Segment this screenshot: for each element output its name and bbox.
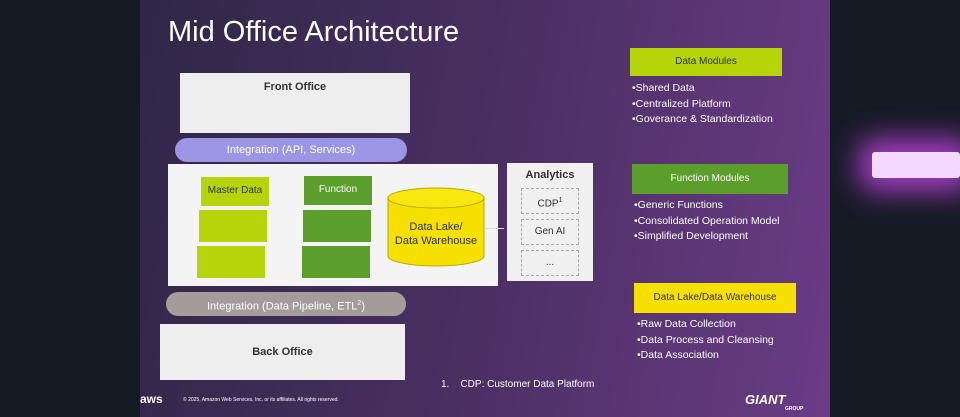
etl-label: Integration (Data Pipeline, ETL [207,300,358,313]
analytics-item-cdp: CDP1 [521,188,579,214]
bullet: •Generic Functions [634,199,723,211]
data-lake-label: Data Lake/ Data Warehouse [386,220,486,248]
front-office-box: Front Office [180,73,410,133]
aws-logo: aws [140,392,163,406]
stage-light [872,152,960,178]
function-box: Function [304,176,372,205]
giant-logo: GIANT [745,392,786,407]
slide-title: Mid Office Architecture [168,16,460,48]
data-lake-line: Data Warehouse [394,235,478,247]
arrow-icon [484,228,504,229]
giant-group-label: GROUP [785,406,804,412]
data-lake-line: Data Lake/ [409,221,463,233]
data-modules-label: Data Modules [630,48,782,76]
footnote-ref: 1 [558,197,563,204]
data-lake-bullets: •Raw Data Collection •Data Process and C… [637,317,774,364]
bullet: •Shared Data [632,82,695,94]
function-slot [302,246,370,278]
analytics-box: Analytics CDP1 Gen AI ... [507,163,593,281]
mid-office-box: Master Data Function Data Lake/ Data War… [168,164,498,286]
copyright: © 2025, Amazon Web Services, Inc. or its… [183,397,339,403]
bullet: •Consolidated Operation Model [634,214,780,227]
footnote: 1. CDP: Customer Data Platform [441,379,595,390]
analytics-item-genai: Gen AI [521,219,579,245]
data-lake-modules-label: Data Lake/Data Warehouse [634,283,796,313]
bullet: •Raw Data Collection [637,318,736,330]
cdp-label: CDP [537,198,559,210]
bullet: •Simplified Development [634,230,748,242]
data-modules-bullets: •Shared Data •Centralized Platform •Gove… [632,81,773,128]
integration-etl-pill: Integration (Data Pipeline, ETL2) [166,292,406,316]
function-modules-label: Function Modules [632,164,788,194]
bullet: •Centralized Platform [632,97,731,110]
analytics-title: Analytics [525,169,575,181]
function-slot [303,210,371,242]
bullet: •Data Association [637,349,719,361]
analytics-item-more: ... [521,250,579,276]
cylinder-icon [387,187,485,267]
footnote-ref: 2 [357,300,362,307]
function-modules-bullets: •Generic Functions •Consolidated Operati… [634,198,780,245]
master-data-slot [197,246,265,278]
integration-api-pill: Integration (API, Services) [175,138,407,162]
bullet: •Data Process and Cleansing [637,333,774,346]
master-data-box: Master Data [201,177,269,206]
master-data-slot [199,210,267,242]
bullet: •Goverance & Standardization [632,113,773,125]
back-office-box: Back Office [160,324,405,380]
